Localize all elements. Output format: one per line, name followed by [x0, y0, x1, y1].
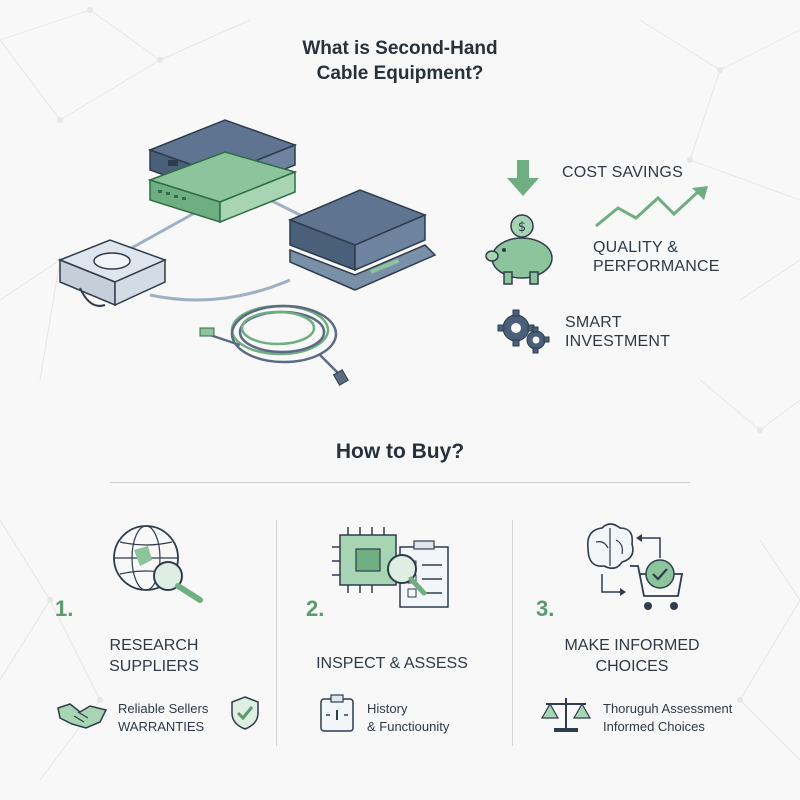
step-1-sub-line-1: Reliable Sellers	[118, 701, 209, 716]
step-3-number: 3.	[536, 596, 555, 621]
page-title: What is Second-Hand Cable Equipment?	[200, 36, 600, 86]
step-3-title-line-2: CHOICES	[595, 658, 669, 675]
clipboard-icon	[320, 694, 354, 732]
step-1-title-line-2: SUPPLIERS	[109, 658, 199, 675]
section-title: How to Buy?	[335, 440, 465, 463]
coiled-cable-icon	[209, 304, 341, 376]
benefit-quality-performance: QUALITY & PERFORMANCE	[593, 238, 720, 276]
step-3-sub: Thoruguh Assessment Informed Choices	[603, 700, 732, 736]
benefit-cost-savings-label: COST SAVINGS	[562, 164, 683, 181]
title-line-1: What is Second-Hand	[302, 38, 498, 59]
brain-cart-icon	[586, 523, 684, 610]
step-3-sub-line-1: Thoruguh Assessment	[603, 701, 733, 716]
benefit-quality-line-2: PERFORMANCE	[593, 258, 720, 275]
handshake-icon	[57, 703, 108, 729]
step-3-sub-line-2: Informed Choices	[603, 719, 705, 734]
arrow-down-icon	[507, 160, 539, 196]
benefit-smart-investment: SMART INVESTMENT	[565, 313, 670, 351]
step-1-sub: Reliable Sellers WARRANTIES	[118, 700, 208, 736]
section-divider-line	[110, 482, 690, 483]
column-divider-1	[276, 520, 277, 746]
step-1-title: RESEARCH SUPPLIERS	[44, 635, 264, 677]
gears-icon	[497, 309, 550, 354]
svg-text:$: $	[518, 220, 526, 235]
shield-check-icon	[231, 696, 259, 730]
benefit-smart-line-1: SMART	[565, 314, 622, 331]
piggy-bank-icon: $	[485, 214, 553, 285]
globe-search-icon	[113, 525, 203, 603]
scales-icon	[540, 698, 592, 732]
step-3-title-line-1: MAKE INFORMED	[564, 637, 700, 654]
step-3-title: MAKE INFORMED CHOICES	[522, 635, 742, 677]
step-2-title-line-1: INSPECT & ASSESS	[316, 655, 468, 672]
title-line-2: Cable Equipment?	[316, 63, 484, 84]
step-2-sub-line-2: & Functiounity	[367, 719, 450, 734]
chip-checklist-icon	[332, 527, 449, 608]
step-1-title-line-1: RESEARCH	[109, 637, 199, 654]
trend-up-icon	[595, 186, 708, 228]
step-2-sub-line-1: History	[367, 701, 408, 716]
step-1-sub-line-2: WARRANTIES	[118, 719, 205, 734]
benefit-cost-savings: COST SAVINGS	[562, 163, 683, 182]
step-2-number: 2.	[306, 596, 325, 621]
column-divider-2	[512, 520, 513, 746]
step-1-number: 1.	[55, 596, 74, 621]
modem-icon	[57, 239, 168, 307]
step-2-sub: History & Functiounity	[367, 700, 449, 736]
benefit-smart-line-2: INVESTMENT	[565, 333, 671, 350]
network-switch-icon	[147, 151, 298, 224]
router-icon	[288, 189, 437, 291]
step-2-title: INSPECT & ASSESS	[282, 653, 502, 674]
cable-equipment-illustration	[57, 119, 437, 386]
benefit-quality-line-1: QUALITY &	[593, 239, 679, 256]
